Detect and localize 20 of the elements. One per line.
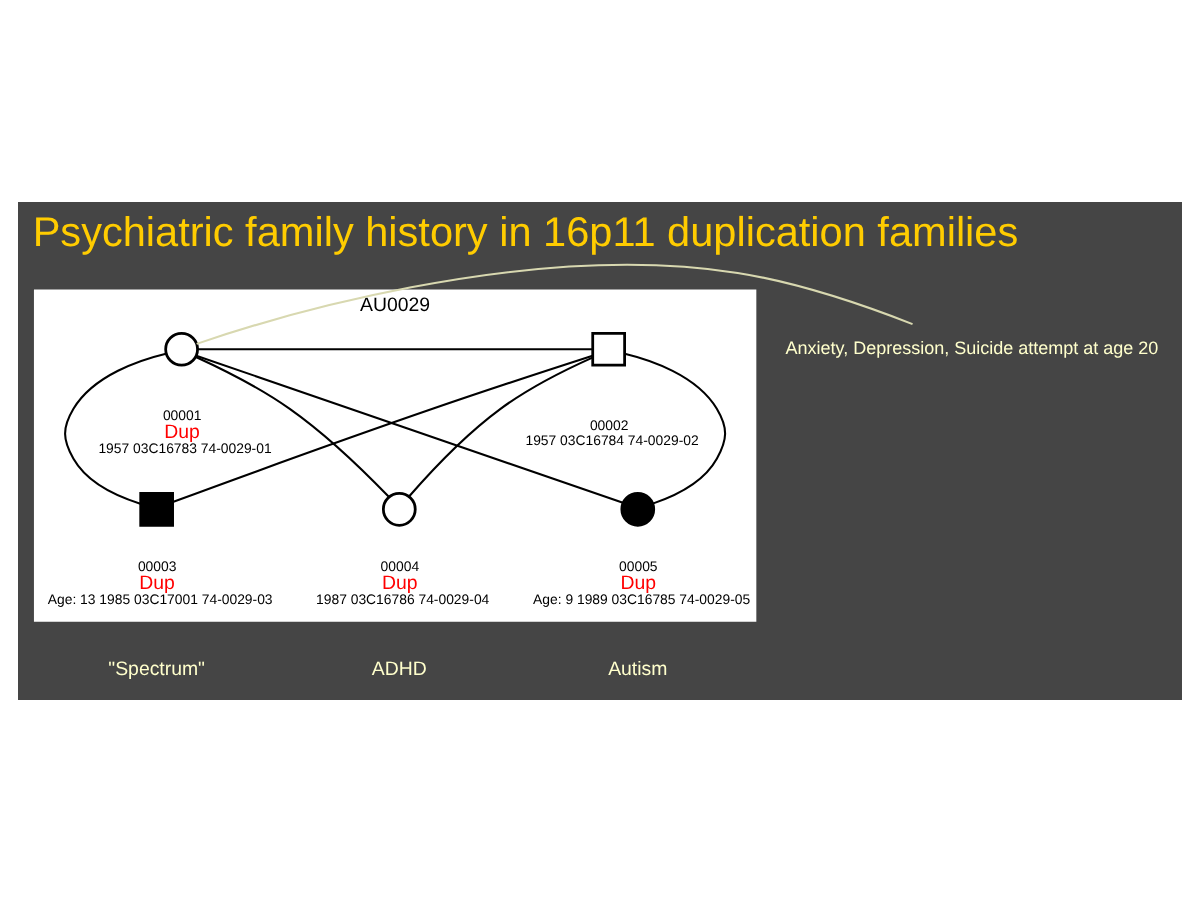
node-label: Dup [139, 572, 175, 595]
node-label: Dup [620, 572, 657, 595]
node-box [591, 330, 626, 366]
node-circle [620, 491, 656, 526]
node-text: Anxiety, Depression, Suicide attempt at age 20 [785, 336, 1159, 357]
node-box [139, 491, 174, 526]
node-label: ADHD [371, 657, 427, 680]
diagram-title: Psychiatric family history in 16p11 duplication families [32, 209, 1019, 256]
node-label: Dup [164, 421, 200, 444]
connector [408, 355, 593, 497]
connector [64, 351, 167, 504]
connector [196, 262, 913, 344]
node-label: "Spectrum" [108, 657, 205, 680]
node-circle [164, 330, 199, 366]
node-label: Autism [608, 657, 668, 680]
connector [195, 355, 390, 497]
node-label: Dup [381, 572, 418, 595]
connector [624, 351, 727, 504]
connector [197, 347, 593, 350]
node-circle [381, 491, 417, 526]
